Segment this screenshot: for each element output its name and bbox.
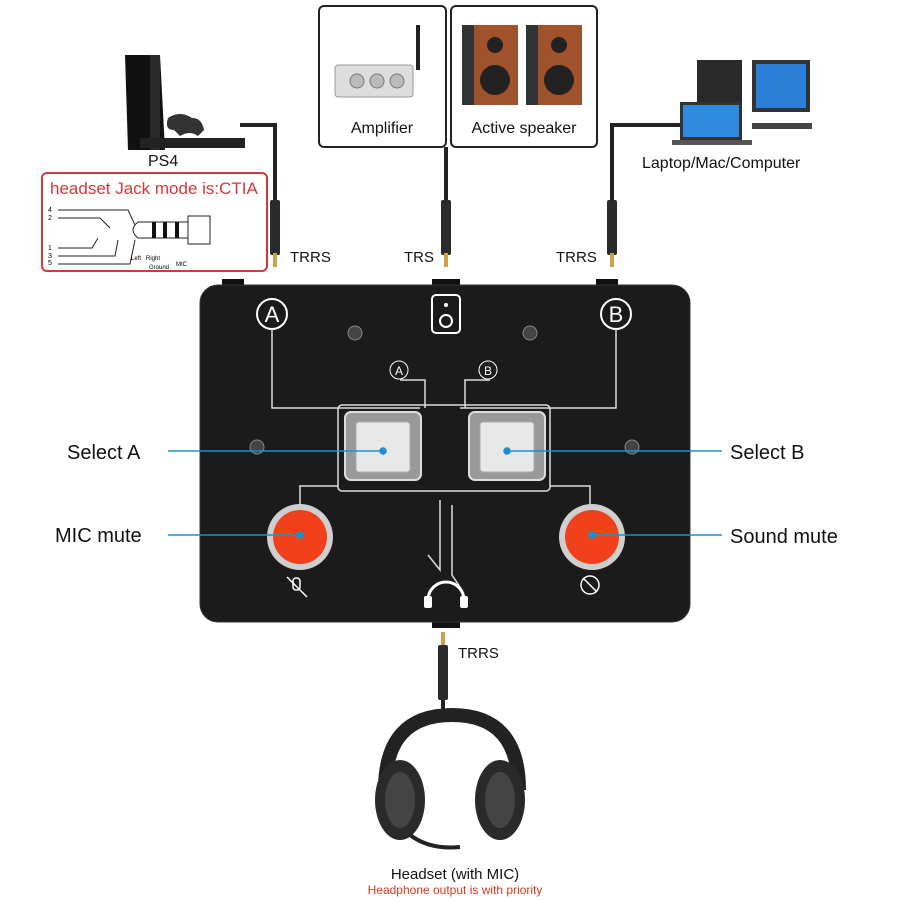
ctia-jack-box: headset Jack mode is:CTIA 4 2 1 3 5 Left…: [41, 172, 268, 272]
mic-muted-icon: [286, 576, 308, 598]
switch-device: A B A B: [199, 279, 691, 628]
headset-image: [375, 707, 526, 850]
pin-label: 3: [48, 253, 52, 260]
select-b-label: Select B: [730, 442, 804, 464]
computer-label: Laptop/Mac/Computer: [642, 155, 801, 172]
segment-label: Right: [146, 256, 160, 262]
left-connector-label: TRRS: [290, 249, 331, 266]
ps4-label: PS4: [148, 153, 178, 170]
pin-label: 5: [48, 260, 52, 267]
sound-mute-label: Sound mute: [730, 526, 838, 548]
bottom-plug: [438, 645, 448, 700]
ps4-console-image: [125, 55, 245, 150]
speaker-icon: [431, 294, 461, 334]
segment-label: Ground: [149, 265, 169, 271]
mic-mute-label: MIC mute: [55, 525, 142, 547]
computer-plug: [607, 200, 617, 255]
center-connector-label: TRS: [404, 249, 434, 266]
select-b-button[interactable]: [468, 411, 546, 481]
bottom-connector-label: TRRS: [458, 645, 499, 662]
port-b-marker: B: [609, 302, 624, 327]
computer-image: [672, 60, 812, 145]
speaker-muted-icon: [580, 575, 600, 595]
right-connector-label: TRRS: [556, 249, 597, 266]
segment-label: MIC: [176, 262, 188, 268]
jack-mode-title: headset Jack mode is:CTIA: [50, 179, 259, 198]
pin-label: 1: [48, 245, 52, 252]
ps4-cable: [240, 123, 277, 205]
active-speaker-label: Active speaker: [472, 120, 578, 137]
amplifier-label: Amplifier: [351, 120, 414, 137]
ps4-plug: [270, 200, 280, 255]
headset-label: Headset (with MIC): [391, 866, 519, 883]
amplifier-box: Amplifier: [318, 5, 447, 148]
bottom-plug-tip: [441, 632, 445, 646]
select-a-button[interactable]: [344, 411, 422, 481]
port-a-marker: A: [265, 302, 280, 327]
callout-lines: [168, 447, 722, 539]
segment-label: Left: [131, 256, 141, 262]
small-b-marker: B: [484, 364, 492, 378]
headset-priority-note: Headphone output is with priority: [368, 883, 543, 897]
pin-label: 4: [48, 207, 52, 214]
headset-symbol-icon: [424, 580, 468, 608]
select-a-label: Select A: [67, 442, 141, 464]
computer-cable: [610, 123, 680, 205]
pin-label: 2: [48, 215, 52, 222]
active-speaker-box: Active speaker: [450, 5, 598, 148]
center-plug: [441, 200, 451, 255]
small-a-marker: A: [395, 364, 403, 378]
